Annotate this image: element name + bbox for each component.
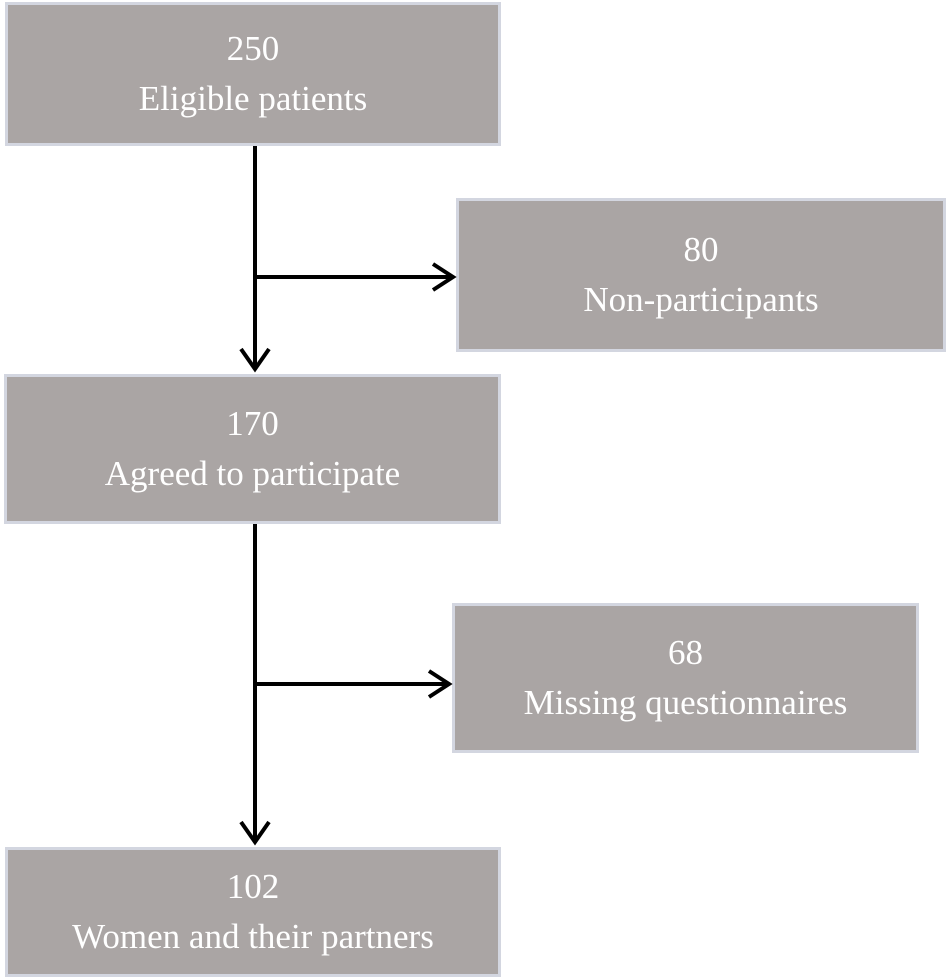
node-non-participants: 80 Non-participants — [456, 198, 946, 352]
node-agreed-to-participate: 170 Agreed to participate — [4, 374, 501, 524]
node-label: Missing questionnaires — [523, 683, 848, 722]
node-women-and-partners: 102 Women and their partners — [5, 847, 501, 977]
node-count: 80 — [683, 230, 719, 269]
node-label: Agreed to participate — [104, 454, 401, 493]
node-count: 102 — [226, 867, 280, 906]
node-label: Non-participants — [583, 280, 819, 319]
node-label: Eligible patients — [138, 79, 368, 118]
arrowhead-right-icon — [431, 262, 457, 292]
node-count: 68 — [668, 633, 703, 672]
arrowhead-down-icon — [239, 820, 271, 846]
node-label: Women and their partners — [72, 917, 434, 956]
node-count: 250 — [226, 29, 280, 68]
node-count: 170 — [226, 404, 279, 443]
arrowhead-right-icon — [427, 669, 453, 699]
arrowhead-down-icon — [239, 347, 271, 373]
node-missing-questionnaires: 68 Missing questionnaires — [452, 603, 919, 753]
node-eligible-patients: 250 Eligible patients — [5, 2, 501, 146]
